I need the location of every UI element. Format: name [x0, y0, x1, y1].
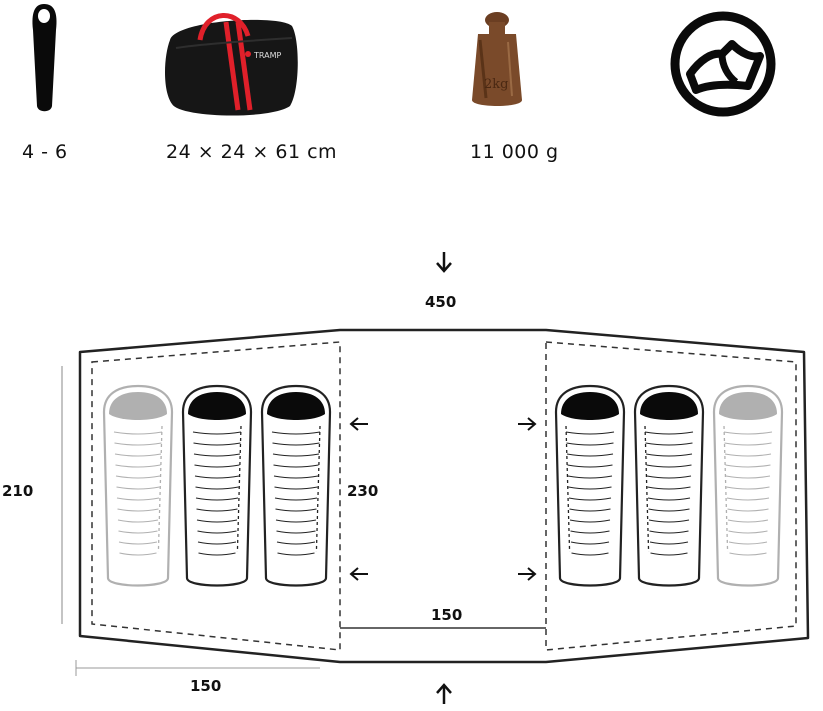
bag-logo-text: TRAMP — [253, 51, 281, 60]
depth-label: 210 — [2, 482, 34, 500]
sleeping-bag-icon — [32, 4, 57, 112]
sleeping-bag-outline — [102, 384, 174, 587]
sleeping-bag-outline — [633, 384, 705, 587]
arrow-left-icon — [349, 417, 368, 431]
left-bedroom-outline — [91, 341, 341, 651]
arrow-left-icon — [349, 567, 368, 581]
weight-icon-text: 2kg — [484, 77, 508, 92]
arrow-down-icon — [436, 252, 452, 273]
sleeping-bag-outline — [181, 384, 253, 587]
pack-size-label: 24 × 24 × 61 cm — [166, 141, 338, 163]
tent-floor-outline — [78, 328, 810, 664]
arrow-right-icon — [518, 417, 537, 431]
persons-label: 4 - 6 — [22, 141, 68, 163]
sleeping-bag-outline — [260, 384, 332, 587]
bedroom-width-label: 150 — [190, 677, 222, 695]
duffel-bag-icon — [165, 13, 298, 116]
arrow-up-icon — [436, 683, 452, 704]
arrow-right-icon — [518, 567, 537, 581]
vestibule-width-label: 150 — [431, 606, 463, 624]
weight-icon — [472, 12, 522, 106]
middle-height-label: 230 — [347, 482, 379, 500]
tent-floor-symbol-icon — [670, 11, 776, 117]
sleeping-bag-outline — [712, 384, 784, 587]
right-bedroom-outline — [545, 341, 797, 651]
total-length-label: 450 — [425, 293, 457, 311]
weight-label: 11 000 g — [470, 141, 559, 163]
sleeping-bag-outline — [554, 384, 626, 587]
